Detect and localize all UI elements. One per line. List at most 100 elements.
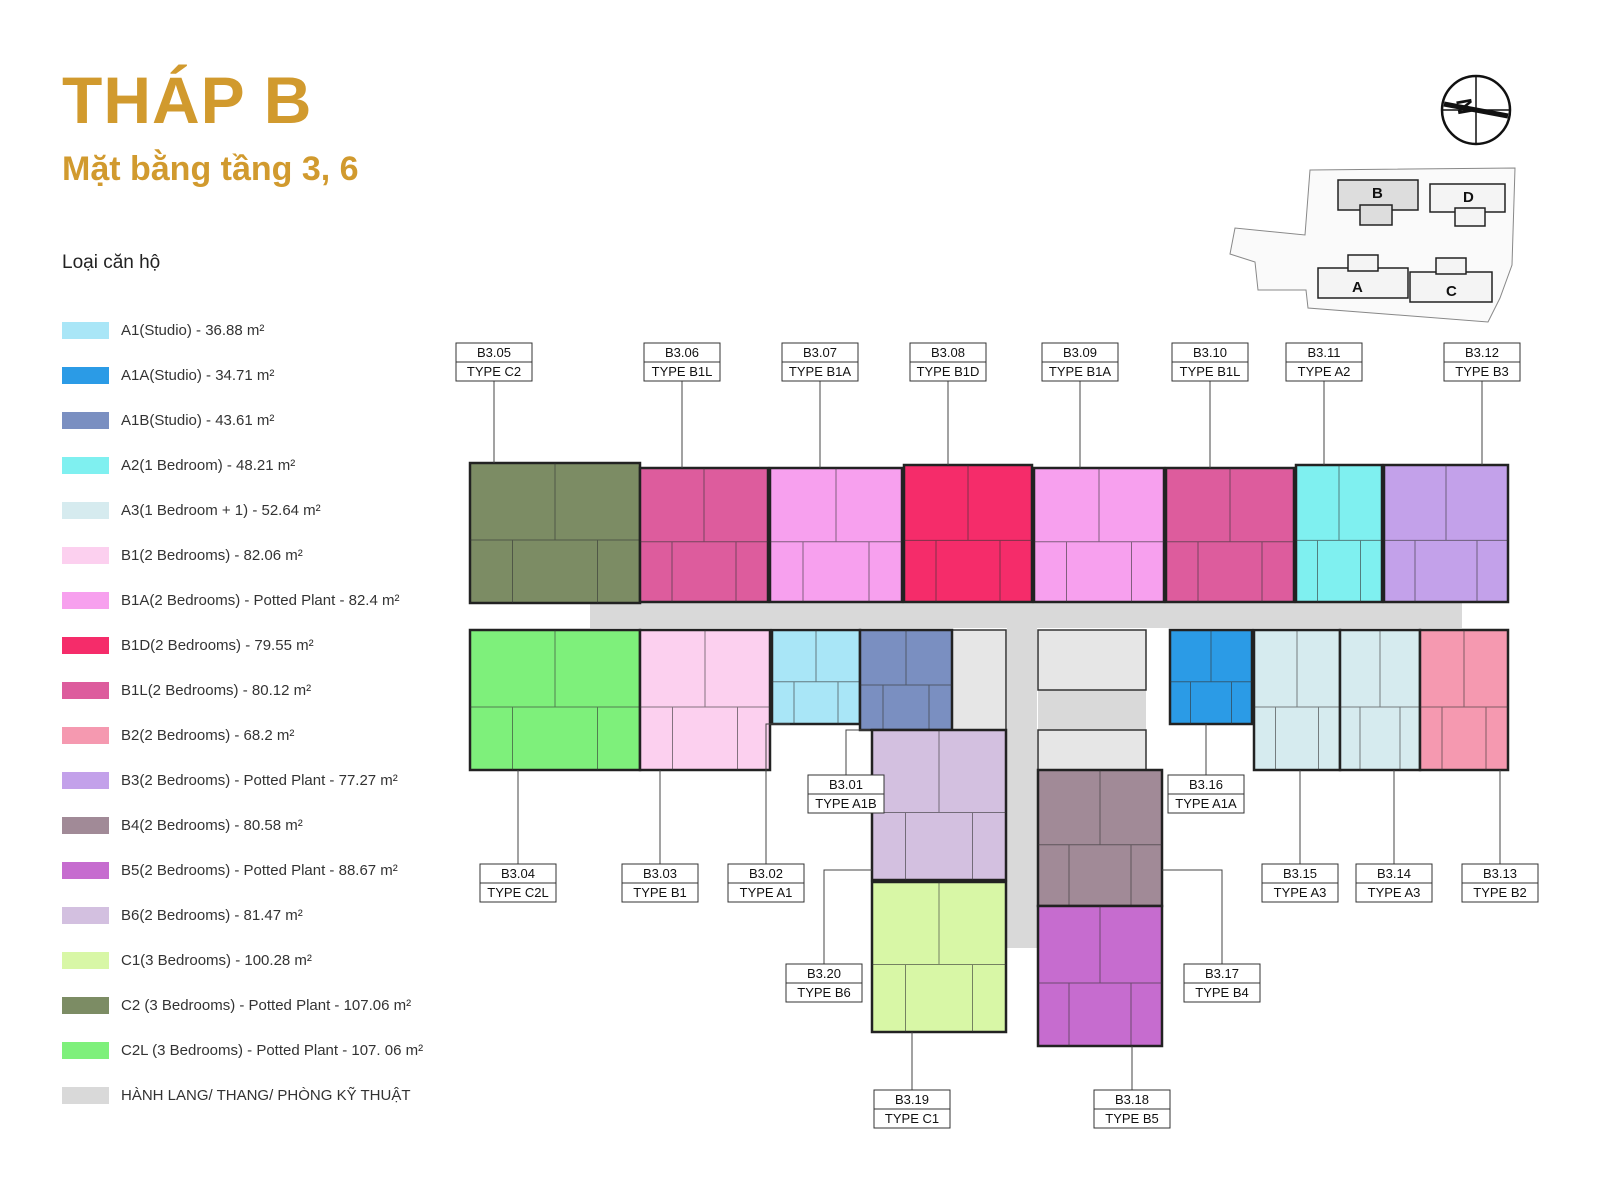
legend-item: A3(1 Bedroom + 1) - 52.64 m² [62, 500, 321, 520]
unit-room-lines [770, 468, 902, 602]
leader-line [1162, 869, 1223, 964]
unit-code: B3.10 [1193, 345, 1227, 360]
unit-room-lines [1170, 630, 1252, 724]
unit-code: B3.13 [1483, 866, 1517, 881]
legend-item: A1(Studio) - 36.88 m² [62, 320, 264, 340]
leader-line [823, 869, 872, 964]
unit-code: B3.15 [1283, 866, 1317, 881]
legend-swatch [62, 366, 109, 384]
unit-type: TYPE B3 [1455, 364, 1508, 379]
unit-room-lines [1034, 468, 1164, 602]
unit-room-lines [1038, 906, 1162, 1046]
unit-type: TYPE B1 [633, 885, 686, 900]
unit-code: B3.08 [931, 345, 965, 360]
unit-type: TYPE A1B [815, 796, 876, 811]
legend-swatch [62, 456, 109, 474]
legend-swatch [62, 861, 109, 879]
legend-swatch [62, 996, 109, 1014]
unit-room-lines [640, 630, 770, 770]
legend-label: C2L (3 Bedrooms) - Potted Plant - 107. 0… [121, 1041, 424, 1059]
legend-label: A3(1 Bedroom + 1) - 52.64 m² [121, 501, 321, 519]
unit-code: B3.09 [1063, 345, 1097, 360]
unit-code: B3.07 [803, 345, 837, 360]
unit-type: TYPE A3 [1274, 885, 1327, 900]
leader-lines [493, 381, 1501, 1090]
stair-core [951, 629, 1007, 731]
unit-type: TYPE A1 [740, 885, 793, 900]
unit-type: TYPE B1D [917, 364, 980, 379]
site-keymap: B D A C [1229, 167, 1516, 323]
legend-label: B1D(2 Bedrooms) - 79.55 m² [121, 636, 314, 654]
legend-item: A1B(Studio) - 43.61 m² [62, 410, 274, 430]
unit-code: B3.03 [643, 866, 677, 881]
unit-code: B3.01 [829, 777, 863, 792]
unit-type: TYPE A3 [1368, 885, 1421, 900]
legend-item: B1(2 Bedrooms) - 82.06 m² [62, 545, 303, 565]
unit-type: TYPE B2 [1473, 885, 1526, 900]
unit-room-lines [470, 463, 640, 603]
legend-item: B1L(2 Bedrooms) - 80.12 m² [62, 680, 311, 700]
unit-code: B3.05 [477, 345, 511, 360]
leader-line [845, 729, 870, 775]
unit-room-lines [1038, 770, 1162, 906]
leader-line [765, 723, 790, 864]
unit-room-lines [1254, 630, 1340, 770]
legend-label: B6(2 Bedrooms) - 81.47 m² [121, 906, 303, 924]
keymap-label-b: B [1372, 185, 1383, 202]
legend-label: B1A(2 Bedrooms) - Potted Plant - 82.4 m² [121, 591, 400, 609]
compass-label: N [1451, 97, 1478, 117]
legend-item: B6(2 Bedrooms) - 81.47 m² [62, 905, 303, 925]
unit-room-lines [470, 630, 640, 770]
legend-label: B3(2 Bedrooms) - Potted Plant - 77.27 m² [121, 771, 398, 789]
unit-room-lines [1340, 630, 1420, 770]
legend-label: HÀNH LANG/ THANG/ PHÒNG KỸ THUẬT [121, 1086, 411, 1104]
legend-swatch [62, 726, 109, 744]
legend-swatch [62, 1086, 109, 1104]
compass-icon: N [1440, 74, 1512, 146]
legend-item: B1A(2 Bedrooms) - Potted Plant - 82.4 m² [62, 590, 399, 610]
unit-type: TYPE C1 [885, 1111, 939, 1126]
legend-label: C2 (3 Bedrooms) - Potted Plant - 107.06 … [121, 996, 412, 1014]
legend-label: B1(2 Bedrooms) - 82.06 m² [121, 546, 303, 564]
legend-swatch [62, 951, 109, 969]
unit-type: TYPE C2L [487, 885, 548, 900]
keymap-label-c: C [1446, 283, 1457, 300]
units-layer [468, 461, 1510, 1048]
unit-room-lines [872, 730, 1006, 880]
unit-type: TYPE B1L [652, 364, 713, 379]
corridor-area [590, 525, 1462, 948]
unit-room-lines [1296, 465, 1382, 602]
legend-swatch [62, 636, 109, 654]
legend-item: B1D(2 Bedrooms) - 79.55 m² [62, 635, 314, 655]
legend-label: A1B(Studio) - 43.61 m² [121, 411, 275, 429]
unit-type: TYPE B1L [1180, 364, 1241, 379]
unit-code: B3.02 [749, 866, 783, 881]
keymap-label-d: D [1463, 189, 1474, 206]
unit-code: B3.04 [501, 866, 535, 881]
unit-code: B3.18 [1115, 1092, 1149, 1107]
legend-label: A1(Studio) - 36.88 m² [121, 321, 265, 339]
legend-swatch [62, 591, 109, 609]
unit-type: TYPE B1A [1049, 364, 1111, 379]
unit-code: B3.20 [807, 966, 841, 981]
legend-label: B5(2 Bedrooms) - Potted Plant - 88.67 m² [121, 861, 398, 879]
legend-item: B3(2 Bedrooms) - Potted Plant - 77.27 m² [62, 770, 398, 790]
legend-swatch [62, 411, 109, 429]
unit-room-lines [640, 468, 768, 602]
legend-swatch [62, 771, 109, 789]
legend-heading: Loại căn hộ [62, 252, 161, 273]
legend-swatch [62, 681, 109, 699]
unit-room-lines [904, 465, 1032, 602]
legend-item: A1A(Studio) - 34.71 m² [62, 365, 274, 385]
legend-item: B4(2 Bedrooms) - 80.58 m² [62, 815, 303, 835]
unit-room-lines [1166, 468, 1294, 602]
legend-swatch [62, 1041, 109, 1059]
legend-item: C2 (3 Bedrooms) - Potted Plant - 107.06 … [62, 995, 411, 1015]
unit-code: B3.12 [1465, 345, 1499, 360]
legend-label: A1A(Studio) - 34.71 m² [121, 366, 275, 384]
legend-swatch [62, 816, 109, 834]
unit-room-lines [860, 630, 952, 730]
unit-code: B3.11 [1307, 345, 1340, 360]
